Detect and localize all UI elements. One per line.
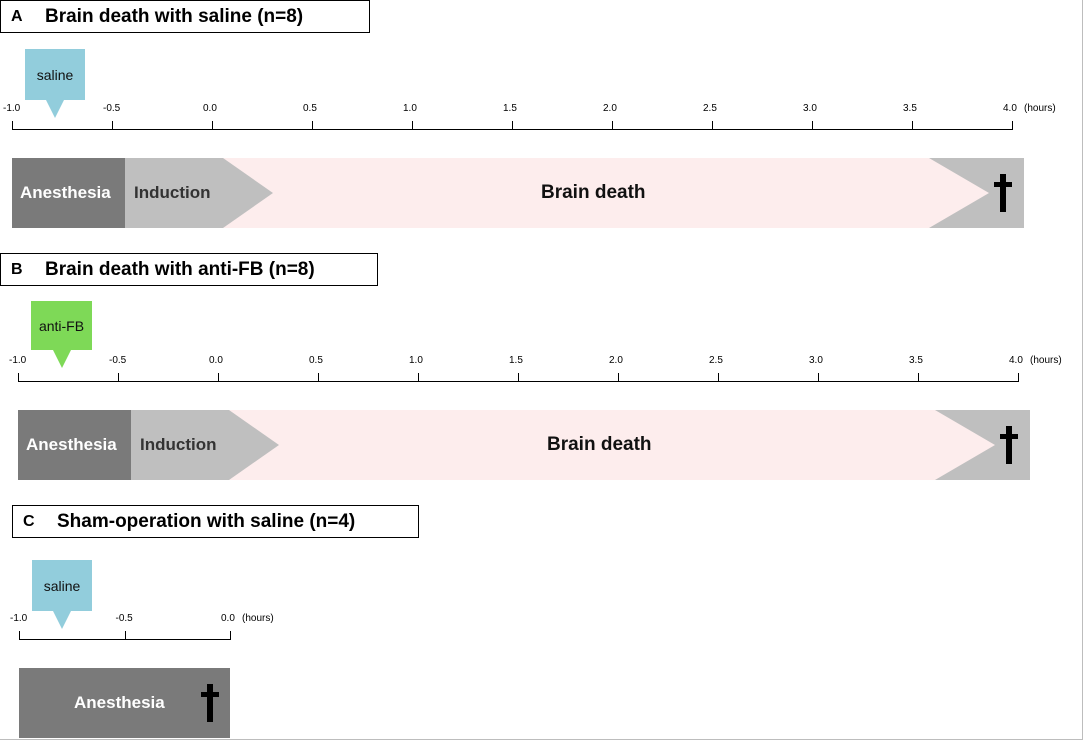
panel-header: B Brain death with anti-FB (n=8)	[0, 253, 378, 286]
axis-tick-label: 0.0	[221, 613, 235, 624]
induction-segment	[131, 410, 229, 480]
timeline-bar: Anesthesia Induction Brain death	[12, 158, 1024, 228]
axis-tick-label: 0.0	[203, 103, 217, 114]
panel-title: Sham-operation with saline (n=4)	[57, 510, 356, 532]
axis-tick	[124, 631, 126, 640]
axis-tick-label: 3.5	[909, 355, 923, 366]
axis-tick-label: -0.5	[115, 613, 133, 624]
axis-tick	[318, 373, 319, 382]
treatment-callout: anti-FB	[31, 301, 92, 368]
axis-tick-label: -1.0	[3, 103, 21, 114]
axis-tick-label: -0.5	[103, 103, 121, 114]
axis-tick-label: 2.5	[703, 103, 717, 114]
treatment-label: saline	[36, 66, 74, 83]
phase-label-brain-death: Brain death	[547, 434, 652, 455]
phase-label-anesthesia: Anesthesia	[74, 693, 165, 712]
panel-title: Brain death with saline (n=8)	[45, 5, 304, 27]
axis-tick-label: 1.5	[509, 355, 523, 366]
panel-letter: A	[11, 7, 23, 25]
induction-arrowhead	[229, 410, 279, 480]
axis-tick	[818, 373, 819, 382]
anesthesia-segment	[18, 410, 131, 480]
treatment-label: anti-FB	[38, 317, 85, 334]
brain-death-arrowhead	[929, 158, 989, 228]
axis-tick	[618, 373, 619, 382]
axis-tick	[19, 631, 20, 640]
axis-tick-label: -0.5	[109, 355, 127, 366]
axis-unit-label: (hours)	[242, 613, 274, 624]
axis-tick-label: 4.0	[1003, 103, 1017, 114]
axis-tick	[230, 631, 231, 640]
panel-c: C Sham-operation with saline (n=4) salin…	[0, 505, 1084, 741]
axis-tick-label: 2.0	[609, 355, 623, 366]
axis-tick	[412, 121, 413, 130]
phase-label-brain-death: Brain death	[541, 182, 646, 203]
axis-tick-label: -1.0	[9, 355, 27, 366]
axis-tick	[12, 121, 13, 130]
axis-tick	[718, 373, 719, 382]
callout-pointer	[46, 100, 64, 118]
axis-tick-label: -1.0	[10, 613, 28, 624]
axis-tick	[418, 373, 419, 382]
axis-tick-label: 1.5	[503, 103, 517, 114]
phase-label-induction: Induction	[140, 435, 217, 454]
panel-header: C Sham-operation with saline (n=4)	[12, 505, 419, 538]
axis-tick-label: 4.0	[1009, 355, 1023, 366]
axis-tick	[212, 121, 213, 130]
treatment-callout: saline	[32, 560, 92, 629]
timeline-bar: Anesthesia Induction Brain death	[18, 410, 1030, 480]
panel-title: Brain death with anti-FB (n=8)	[45, 258, 315, 280]
axis-tick-label: 0.0	[209, 355, 223, 366]
induction-segment	[125, 158, 223, 228]
callout-pointer	[52, 350, 71, 368]
anesthesia-segment	[12, 158, 125, 228]
axis-tick-label: 3.5	[903, 103, 917, 114]
axis-tick	[18, 373, 19, 382]
axis-tick-label: 1.0	[403, 103, 417, 114]
axis-tick	[912, 121, 913, 130]
axis-tick-label: 3.0	[803, 103, 817, 114]
axis-tick	[512, 121, 513, 130]
axis-tick-label: 2.5	[709, 355, 723, 366]
panel-letter: B	[11, 260, 23, 278]
axis-tick	[812, 121, 813, 130]
treatment-callout: saline	[25, 49, 85, 118]
treatment-label: saline	[43, 577, 81, 594]
panel-b: B Brain death with anti-FB (n=8) anti-FB…	[0, 253, 1084, 493]
phase-label-anesthesia: Anesthesia	[20, 183, 111, 202]
axis-tick-label: 2.0	[603, 103, 617, 114]
axis-tick-label: 1.0	[409, 355, 423, 366]
axis-tick-label: 0.5	[309, 355, 323, 366]
brain-death-arrowhead	[935, 410, 995, 480]
axis-tick	[118, 373, 119, 382]
callout-pointer	[53, 611, 71, 629]
axis-tick	[712, 121, 713, 130]
phase-label-induction: Induction	[134, 183, 211, 202]
panel-letter: C	[23, 512, 35, 530]
axis-tick	[112, 121, 113, 130]
axis-tick	[518, 373, 519, 382]
cross-icon	[201, 684, 219, 722]
induction-arrowhead	[223, 158, 273, 228]
axis-unit-label: (hours)	[1024, 103, 1056, 114]
panel-header: A Brain death with saline (n=8)	[0, 0, 370, 33]
timeline-bar: Anesthesia	[19, 668, 230, 738]
cross-icon	[1000, 426, 1018, 464]
axis-tick	[612, 121, 613, 130]
axis-tick	[218, 373, 219, 382]
axis-tick	[918, 373, 919, 382]
axis-tick	[312, 121, 313, 130]
axis-unit-label: (hours)	[1030, 355, 1062, 366]
axis-tick-label: 3.0	[809, 355, 823, 366]
axis-tick-label: 0.5	[303, 103, 317, 114]
cross-icon	[994, 174, 1012, 212]
anesthesia-segment	[19, 668, 230, 738]
axis-tick	[1012, 121, 1013, 130]
axis-tick	[1018, 373, 1019, 382]
panel-a: A Brain death with saline (n=8) saline -…	[0, 0, 1084, 245]
phase-label-anesthesia: Anesthesia	[26, 435, 117, 454]
